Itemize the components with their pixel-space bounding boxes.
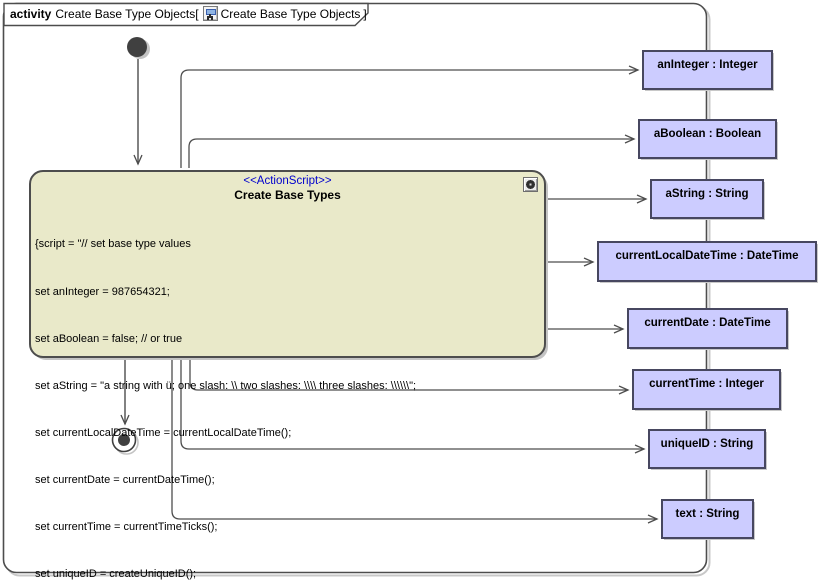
edge-action-to-uniqueid[interactable] — [180, 359, 644, 449]
edge-action-to-aboolean[interactable] — [188, 139, 634, 168]
script-line: set aBoolean = false; // or true — [35, 332, 183, 345]
script-line: set currentTime = currentTimeTicks(); — [35, 521, 218, 534]
parameter-node-currenttime[interactable]: currentTime : Integer — [632, 369, 781, 410]
parameter-node-aninteger[interactable]: anInteger : Integer — [642, 50, 773, 90]
frame-name: Create Base Type Objects — [55, 6, 196, 21]
parameter-node-aboolean[interactable]: aBoolean : Boolean — [638, 119, 777, 159]
frame-title-tab[interactable] — [3, 2, 369, 27]
initial-node[interactable] — [127, 37, 147, 57]
edge-action-to-currenttime[interactable] — [189, 359, 628, 390]
frame-open-bracket: [ — [195, 6, 199, 21]
script-line: set uniqueID = createUniqueID(); — [35, 568, 197, 581]
parameter-label: currentDate : DateTime — [644, 317, 771, 329]
parameter-label: aBoolean : Boolean — [653, 128, 762, 140]
action-node-create-base-types[interactable]: <<ActionScript>> Create Base Types {scri… — [29, 170, 546, 580]
action-stereotype: <<ActionScript>> — [243, 175, 332, 187]
activity-final-node[interactable] — [111, 427, 137, 453]
script-line: set aString = "a string with ü; one slas… — [35, 379, 417, 392]
activity-diagram-icon — [202, 6, 218, 21]
script-line: {script = "// set base type values — [35, 238, 191, 251]
action-name: Create Base Types — [234, 188, 341, 202]
parameter-node-astring[interactable]: aString : String — [650, 179, 764, 219]
parameter-node-uniqueid[interactable]: uniqueID : String — [648, 429, 766, 469]
parameter-label: text : String — [675, 508, 740, 520]
behavior-icon — [523, 177, 538, 192]
frame-close-bracket: ] — [363, 6, 367, 21]
parameter-node-currentdate[interactable]: currentDate : DateTime — [627, 308, 788, 349]
parameter-label: anInteger : Integer — [657, 59, 758, 71]
parameter-label: uniqueID : String — [660, 438, 754, 450]
frame-keyword: activity — [10, 6, 52, 21]
script-line: set currentDate = currentDateTime(); — [35, 473, 215, 486]
edge-action-to-text[interactable] — [171, 359, 657, 519]
action-script-body: {script = "// set base type values set a… — [31, 206, 544, 583]
edge-action-to-aninteger[interactable] — [180, 70, 638, 168]
parameter-label: currentLocalDateTime : DateTime — [615, 250, 799, 262]
script-line: set anInteger = 987654321; — [35, 285, 170, 298]
parameter-node-text[interactable]: text : String — [661, 499, 754, 539]
parameter-label: aString : String — [665, 188, 749, 200]
script-line: set currentLocalDateTime = currentLocalD… — [35, 426, 292, 439]
frame-diagram-name: Create Base Type Objects — [220, 6, 361, 21]
parameter-label: currentTime : Integer — [649, 378, 764, 390]
parameter-node-currentlocaldatetime[interactable]: currentLocalDateTime : DateTime — [597, 241, 817, 282]
